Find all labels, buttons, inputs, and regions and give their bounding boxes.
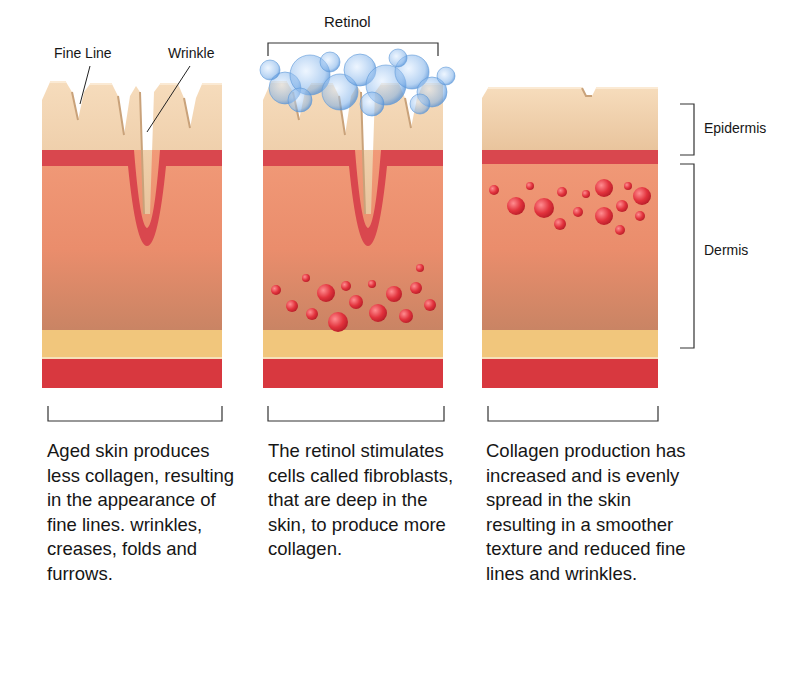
caption-text: Collagen production has increased and is… xyxy=(486,439,686,586)
part-label: Fine Line xyxy=(54,45,112,62)
smooth-skin xyxy=(482,88,658,388)
caption-text: Aged skin produces less collagen, result… xyxy=(47,439,237,586)
leader-lines xyxy=(80,66,190,132)
ingredient-label: Retinol xyxy=(324,13,371,31)
retinol-bubbles xyxy=(260,49,455,116)
layer-label: Dermis xyxy=(704,242,748,259)
brackets xyxy=(48,43,694,421)
caption-text: The retinol stimulates cells called fibr… xyxy=(268,439,458,562)
part-label: Wrinkle xyxy=(168,45,214,62)
layer-label: Epidermis xyxy=(704,120,766,137)
collagen-dots xyxy=(271,264,436,332)
